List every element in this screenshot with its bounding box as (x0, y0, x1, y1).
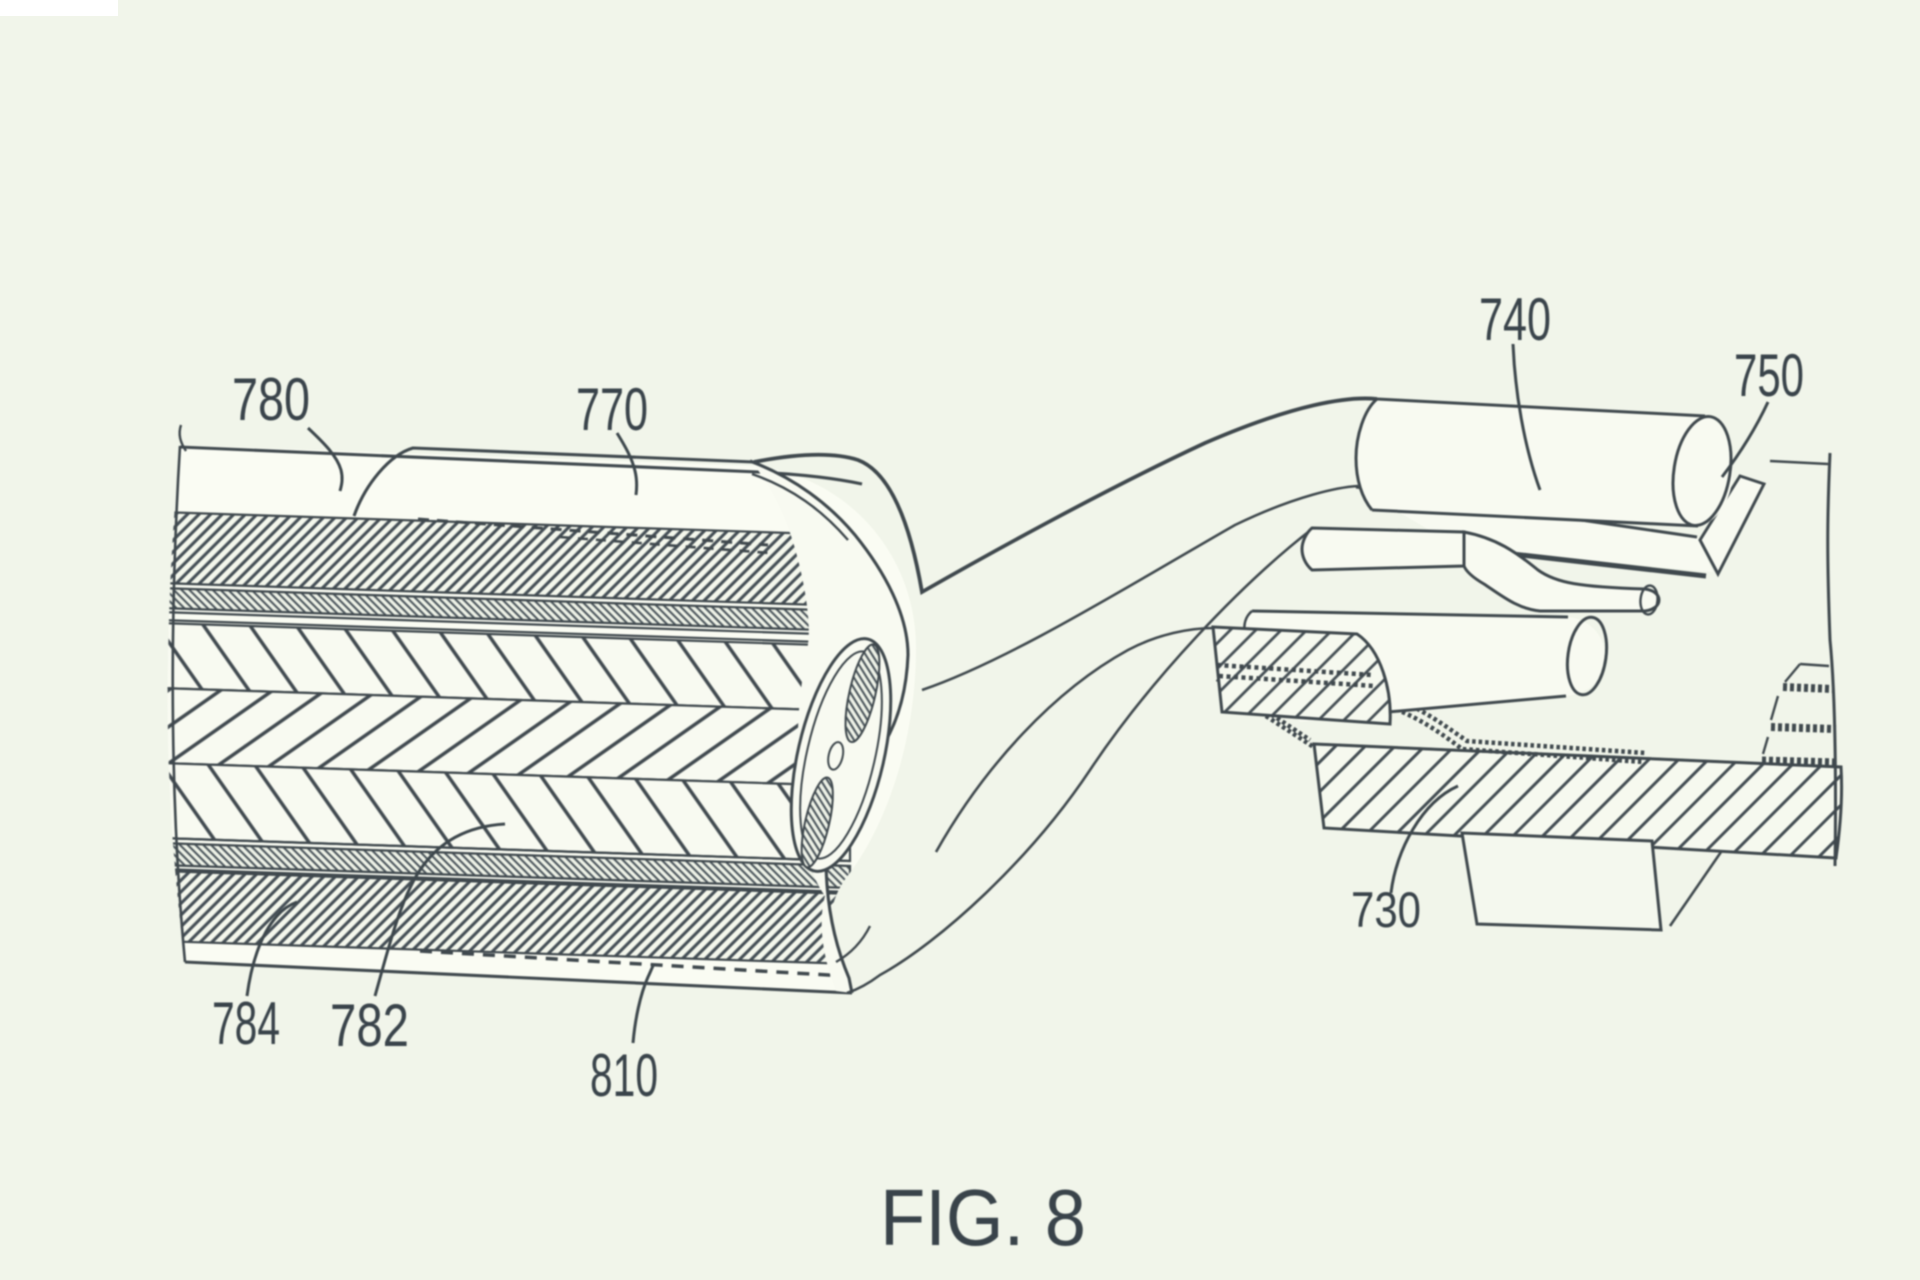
svg-text:810: 810 (590, 1042, 658, 1109)
svg-text:770: 770 (576, 376, 648, 443)
svg-text:750: 750 (1734, 342, 1804, 409)
svg-text:782: 782 (330, 992, 409, 1059)
svg-text:FIG. 8: FIG. 8 (880, 1173, 1086, 1262)
svg-text:780: 780 (232, 366, 310, 433)
svg-text:784: 784 (212, 990, 280, 1057)
svg-text:730: 730 (1351, 882, 1421, 938)
svg-text:740: 740 (1479, 286, 1551, 353)
